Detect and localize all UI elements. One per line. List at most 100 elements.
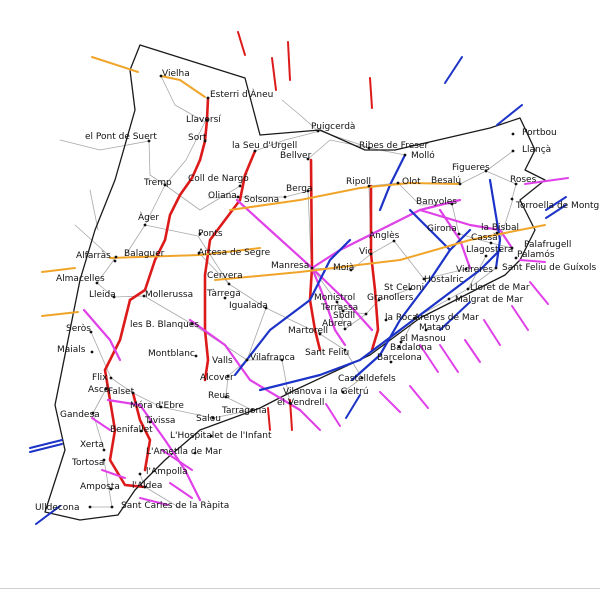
town-dot	[197, 251, 201, 255]
town-dot	[384, 318, 388, 322]
blue-route-2	[488, 178, 502, 270]
magenta-route-4	[82, 308, 122, 362]
red-route-6	[131, 391, 152, 472]
town-label: Llançà	[522, 145, 551, 155]
offmap-red-segment-3	[369, 77, 373, 109]
town-label: Hostalric	[424, 275, 464, 285]
town-label: L'Ametlla de Mar	[146, 447, 222, 457]
offmap-segments	[29, 31, 569, 525]
town-dot	[466, 287, 470, 291]
town-label: Vielha	[162, 69, 190, 79]
magenta-route-0	[188, 318, 302, 412]
road-segment-0	[160, 75, 206, 186]
offmap-magenta-segment-32	[101, 469, 126, 479]
town-dot	[250, 408, 254, 412]
blue-route-4	[350, 228, 472, 382]
town-dot	[389, 360, 393, 364]
town-dot	[238, 184, 242, 188]
town-label: Coll de Nargó	[188, 173, 249, 184]
road-segment-1	[124, 140, 166, 257]
town-dot	[227, 282, 231, 286]
town-dot	[369, 252, 373, 256]
offmap-blue-segment-10	[496, 104, 523, 126]
town-dot	[194, 354, 198, 358]
town-dot	[349, 268, 353, 272]
town-dot	[494, 266, 498, 270]
town-dot	[343, 348, 347, 352]
town-dot	[341, 309, 345, 313]
town-label: la Seu d'Urgell	[232, 141, 297, 151]
town-label: Oliana	[208, 191, 237, 201]
town-label: Lleida	[89, 290, 116, 300]
town-label: Berga	[286, 184, 312, 194]
offmap-blue-segment-13	[29, 443, 63, 453]
town-dot	[450, 202, 454, 206]
town-label: Vic	[359, 247, 372, 257]
town-dot	[159, 405, 163, 409]
town-label: Tarragona	[221, 406, 267, 416]
town-label: Cervera	[207, 271, 243, 281]
town-dot	[397, 345, 401, 349]
town-dot	[364, 312, 368, 316]
town-dot	[91, 411, 95, 415]
town-label: Alcover	[200, 373, 234, 383]
town-dot	[203, 139, 207, 143]
offmap-red-segment-1	[287, 41, 291, 81]
town-dot	[223, 296, 227, 300]
road-segment-12	[228, 283, 346, 351]
town-dot	[198, 232, 202, 236]
road-segment-22	[59, 139, 150, 151]
town-dot	[89, 330, 93, 334]
town-label: Sant Feliu de Guíxols	[502, 263, 596, 273]
town-dot	[399, 340, 403, 344]
town-label: Palamós	[517, 249, 555, 260]
town-label: Ponts	[198, 229, 223, 239]
border-outline	[44, 44, 546, 521]
town-label: Manresa	[271, 261, 309, 271]
town-dot	[316, 129, 320, 133]
town-dot	[306, 157, 310, 161]
town-label: Granollers	[367, 293, 414, 303]
town-dots	[88, 74, 518, 509]
town-label: Cassà	[471, 233, 498, 243]
offmap-magenta-segment-33	[139, 497, 169, 506]
red-route-0	[198, 96, 210, 162]
town-label: Castelldefels	[338, 374, 396, 384]
town-label: Valls	[212, 356, 233, 366]
town-label: Benifallet	[110, 425, 153, 435]
town-dot	[190, 322, 194, 326]
town-label: Bellver	[280, 151, 312, 161]
town-dot	[159, 74, 163, 78]
region-border	[44, 44, 546, 521]
town-label: Amposta	[80, 482, 120, 492]
town-label: L'Hospitalet de l'Infant	[170, 431, 272, 441]
town-dot	[88, 505, 92, 509]
offmap-magenta-segment-27	[325, 403, 341, 427]
road-segment-29	[281, 99, 319, 132]
town-dot	[109, 376, 113, 380]
town-label: Girona	[427, 224, 457, 234]
town-dot	[110, 505, 114, 509]
town-label: Tivissa	[144, 416, 175, 426]
town-label: Moià	[333, 263, 354, 273]
town-label: Maials	[57, 345, 86, 355]
magenta-route-2	[310, 198, 462, 270]
town-dot	[139, 429, 143, 433]
town-label: el Pont de Suert	[85, 132, 157, 142]
town-label: Àger	[138, 211, 159, 223]
town-dot	[514, 256, 518, 260]
town-label: Sbdll	[333, 311, 355, 321]
bottom-divider	[0, 588, 600, 589]
offmap-blue-segment-15	[545, 196, 567, 211]
red-route-2	[203, 149, 257, 382]
town-label: la Bisbal	[481, 223, 519, 233]
orange-route-2	[109, 247, 261, 259]
town-dot	[306, 189, 310, 193]
town-label: Barcelona	[377, 353, 422, 363]
offmap-magenta-segment-21	[419, 344, 439, 373]
town-label: Mataró	[419, 322, 451, 333]
road-segment-23	[74, 224, 116, 262]
town-dot	[511, 149, 515, 153]
offmap-blue-segment-16	[545, 204, 567, 219]
town-dot	[138, 472, 142, 476]
